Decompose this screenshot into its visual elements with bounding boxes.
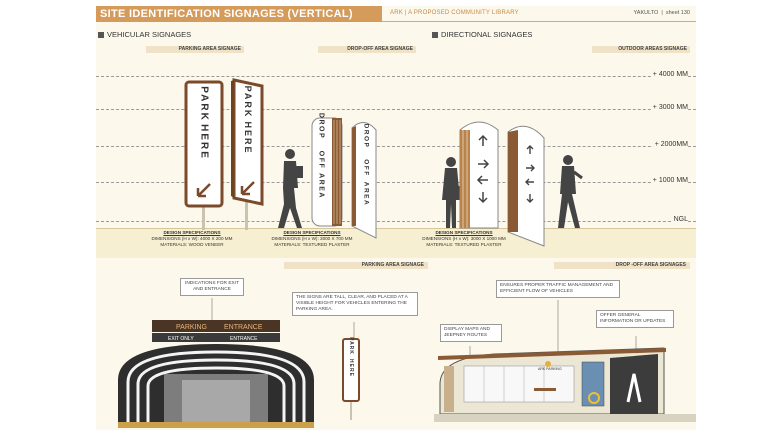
arrow-down-left-icon (196, 183, 211, 198)
vehicular-heading: VEHICULAR SIGNAGES (98, 30, 191, 39)
off-sign-text: OFF (318, 151, 325, 170)
spec-title: DESIGN SPECIFICATIONS (163, 230, 221, 235)
park-here-sign-angled: PARK HERE (231, 78, 264, 230)
arrow-up-icon (526, 145, 534, 154)
band-dropoff: DROP -OFF AREA SIGNAGES (554, 262, 690, 269)
level-label-ngl: NGL (671, 216, 688, 223)
off-sign-text-2: OFF (363, 159, 370, 177)
directional-heading-text: DIRECTIONAL SIGNAGES (441, 30, 533, 39)
directional-heading: DIRECTIONAL SIGNAGES (432, 30, 532, 39)
spec-dimensions: DIMENSIONS (H x W): 3000 X 700 MM (271, 236, 353, 241)
entrance-label: ENTRANCE (230, 336, 258, 342)
spec-materials: MATERIALS: TEXTURED PLASTER (426, 242, 502, 247)
project-subtitle: ARK | A PROPOSED COMMUNITY LIBRARY (390, 10, 519, 16)
exit-label: EXIT ONLY (168, 336, 194, 342)
bus-shelter-illustration: ARK PARKING (434, 347, 696, 422)
here-sign-text: HERE (199, 124, 210, 160)
arrow-down-left-icon (240, 181, 255, 196)
square-bullet-icon (98, 31, 104, 38)
park-sign-text: PARK (199, 86, 210, 122)
arrow-right-icon (478, 159, 490, 169)
band-parking: PARKING AREA SIGNAGE (284, 262, 428, 269)
spec-materials: MATERIALS: TEXTURED PLASTER (274, 242, 350, 247)
sheet-info: YAKULTO | sheet 130 (633, 10, 690, 16)
level-line-2000 (96, 146, 696, 147)
arrow-right-icon (526, 164, 535, 172)
page-title: SITE IDENTIFICATION SIGNAGES (VERTICAL) (96, 6, 382, 22)
spec-directional: DESIGN SPECIFICATIONS DIMENSIONS (H x W)… (402, 230, 526, 248)
area-sign-text: AREA (318, 173, 325, 199)
drop-off-sign-front: DROP OFF AREA (311, 113, 343, 227)
spec-parking: DESIGN SPECIFICATIONS DIMENSIONS (H x W)… (132, 230, 252, 248)
parking-tunnel-illustration: PARKING ENTRANCE EXIT ONLY ENTRANCE VERT… (118, 320, 314, 428)
park-here-sign-small: PARK HERE (342, 337, 360, 420)
callout-traffic: ENSURES PROPER TRAFFIC MANAGEMENT AND EF… (496, 280, 620, 298)
title-bar: SITE IDENTIFICATION SIGNAGES (VERTICAL) … (96, 6, 696, 22)
level-line-4000 (96, 76, 696, 77)
square-bullet-icon (432, 31, 438, 38)
arrow-up-icon (478, 134, 488, 146)
level-line-1000 (96, 182, 696, 183)
spec-title: DESIGN SPECIFICATIONS (283, 230, 341, 235)
spec-dimensions: DIMENSIONS (H x W): 4000 X 200 MM (151, 236, 233, 241)
arrow-left-icon (525, 178, 534, 186)
level-label-1000: + 1000 MM (650, 177, 688, 184)
drop-sign-text: DROP (318, 113, 325, 139)
park-sign-text-small: PARK (348, 337, 354, 355)
directional-sign-angled (507, 125, 545, 247)
ground-band (96, 228, 696, 258)
person-silhouette-icon (278, 149, 303, 228)
tab-outdoor: OUTDOOR AREAS SIGNAGE (592, 46, 690, 53)
park-here-sign-front: PARK HERE (184, 80, 224, 230)
tunnel-sign-left: PARKING (176, 324, 207, 331)
callout-maps: DISPLAY MAPS AND JEEPNEY ROUTES (440, 324, 502, 342)
person-silhouette-icon (558, 155, 583, 228)
here-sign-text-small: HERE (348, 359, 354, 377)
level-line-3000 (96, 109, 696, 110)
vehicular-heading-text: VEHICULAR SIGNAGES (107, 30, 192, 39)
sheet-number: sheet 130 (665, 10, 690, 16)
author-label: YAKULTO (633, 10, 659, 16)
arrow-down-icon (478, 192, 488, 204)
spec-title: DESIGN SPECIFICATIONS (435, 230, 493, 235)
arrow-left-icon (476, 175, 488, 185)
spec-dropoff: DESIGN SPECIFICATIONS DIMENSIONS (H x W)… (252, 230, 372, 248)
drawing-sheet: SITE IDENTIFICATION SIGNAGES (VERTICAL) … (96, 6, 696, 430)
tab-parking: PARKING AREA SIGNAGE (146, 46, 244, 53)
level-label-2000: + 2000MM (652, 141, 688, 148)
park-sign-text-2: PARK (243, 86, 253, 119)
spec-dimensions: DIMENSIONS (H x W): 3000 X 1000 MM (422, 236, 506, 241)
spec-materials: MATERIALS: WOOD VENEER (160, 242, 224, 247)
arrow-down-icon (526, 194, 534, 203)
drop-sign-text-2: DROP (363, 124, 370, 149)
here-sign-text-2: HERE (243, 121, 253, 154)
area-sign-text-2: AREA (363, 182, 370, 206)
level-label-3000: + 3000 MM (650, 104, 688, 111)
drop-off-sign-angled: DROP OFF AREA (351, 122, 377, 239)
level-label-4000: + 4000 MM (650, 71, 688, 78)
directional-sign-front (459, 121, 499, 229)
shelter-logo: ARK PARKING (538, 367, 562, 371)
callout-exit-entrance: INDICATIONS FOR EXIT AND ENTRANCE (180, 278, 244, 296)
tunnel-sign-right: ENTRANCE (224, 324, 263, 331)
level-line-ngl (96, 221, 696, 222)
person-silhouette-icon (442, 157, 462, 228)
callout-info: OFFER GENERAL INFORMATION OR UPDATES (596, 310, 674, 328)
callout-tall-signs: THE SIGNS ARE TALL, CLEAR, AND PLACED AT… (292, 292, 418, 316)
tab-dropoff: DROP-OFF AREA SIGNAGE (318, 46, 416, 53)
